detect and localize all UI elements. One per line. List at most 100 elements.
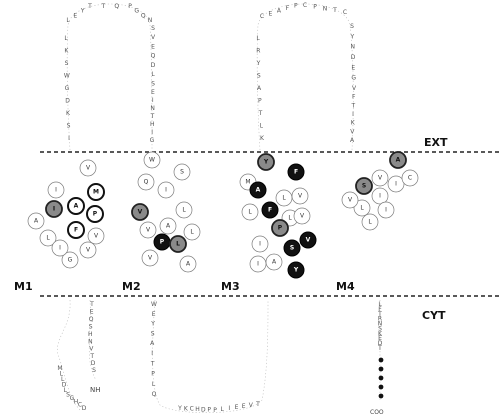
- sequence-residue: D: [151, 62, 156, 69]
- helix-residue-m1: P: [86, 205, 104, 223]
- helix-residue-m4: V: [371, 169, 389, 187]
- residue-circle: [157, 181, 175, 199]
- residue-letter: V: [306, 237, 311, 244]
- residue-circle: [169, 235, 187, 253]
- helix-residue-m2: L: [183, 223, 201, 241]
- residue-letter: A: [272, 259, 277, 266]
- residue-circle: [45, 200, 63, 218]
- residue-circle: [86, 205, 104, 223]
- cytoplasmic-n-terminal-segment: [57, 299, 81, 411]
- sequence-residue: T: [150, 360, 155, 367]
- sequence-residue: V: [249, 402, 254, 409]
- c-terminus-label: COO: [370, 409, 384, 416]
- helix-residue-m3: F: [287, 163, 305, 181]
- sequence-residue: L: [378, 301, 382, 308]
- helix-residue-m2: V: [139, 221, 157, 239]
- sequence-residue: L: [60, 371, 64, 378]
- residue-circle: [131, 203, 149, 221]
- sequence-residue: I: [352, 111, 354, 118]
- helix-residue-m3: L: [275, 189, 293, 207]
- sequence-residue: E: [151, 44, 155, 51]
- helix-residue-m3: A: [265, 253, 283, 271]
- residue-letter: V: [138, 209, 143, 216]
- sequence-residue: C: [303, 2, 307, 9]
- sequence-residue: V: [151, 34, 156, 41]
- sequence-residue: V: [352, 85, 357, 92]
- sequence-residue: H: [74, 398, 79, 405]
- residue-letter: A: [166, 223, 171, 230]
- sequence-residue: Q: [114, 3, 119, 10]
- helix-residue-m2: V: [141, 249, 159, 267]
- sequence-residue: P: [294, 2, 298, 9]
- residue-letter: Q: [144, 179, 149, 186]
- sequence-residue: I: [68, 135, 70, 142]
- sequence-residue: S: [66, 392, 70, 399]
- residue-circle: [51, 239, 69, 257]
- helix-residue-m3: V: [291, 187, 309, 205]
- sequence-residue: D: [65, 98, 70, 105]
- segment-label-m3: M3: [221, 280, 240, 293]
- residue-letter: I: [53, 206, 55, 213]
- residue-circle: [287, 261, 305, 279]
- sequence-residue: G: [351, 75, 356, 82]
- residue-circle: [249, 255, 267, 273]
- sequence-residue: T: [377, 345, 382, 352]
- residue-letter: F: [268, 207, 272, 214]
- sequence-residue: A: [277, 8, 282, 15]
- sequence-residue: V: [350, 128, 355, 135]
- residue-letter: V: [300, 213, 305, 220]
- sequence-residue: Q: [141, 12, 146, 19]
- residue-letter: P: [160, 239, 165, 246]
- residue-circle: [293, 207, 311, 225]
- helix-residue-m1: A: [27, 212, 45, 230]
- sequence-residue: E: [235, 404, 239, 411]
- helix-residue-m4: I: [371, 187, 389, 205]
- sequence-residue: T: [255, 401, 260, 408]
- residue-letter: Y: [293, 267, 299, 274]
- sequence-residue: G: [134, 8, 139, 15]
- residue-letter: L: [360, 205, 364, 212]
- helix-residue-m3: I: [251, 235, 269, 253]
- residue-letter: S: [290, 245, 294, 252]
- residue-letter: A: [34, 218, 39, 225]
- sequence-residue: G: [150, 137, 155, 144]
- helix-residue-m4: S: [355, 177, 373, 195]
- residue-letter: A: [186, 261, 191, 268]
- sequence-residue: E: [90, 309, 94, 316]
- sequence-residue: L: [152, 381, 156, 388]
- residue-circle: [353, 199, 371, 217]
- helix-residue-m2: L: [175, 201, 193, 219]
- sequence-residue: K: [184, 405, 189, 412]
- sequence-residue: S: [89, 324, 93, 331]
- sequence-residue: T: [89, 301, 94, 308]
- residue-letter: S: [362, 183, 366, 190]
- sequence-residue: T: [258, 110, 263, 117]
- residue-letter: V: [146, 227, 151, 234]
- sequence-residue: A: [257, 85, 262, 92]
- residue-letter: L: [176, 241, 180, 248]
- residue-letter: L: [248, 209, 252, 216]
- sequence-residue: Y: [150, 321, 155, 328]
- sequence-residue: E: [269, 10, 273, 17]
- residue-letter: A: [74, 203, 79, 210]
- residue-letter: V: [86, 247, 91, 254]
- sequence-residue: C: [260, 13, 264, 20]
- residue-circle: [159, 217, 177, 235]
- sequence-residue: S: [67, 123, 71, 130]
- sequence-residue: W: [64, 73, 70, 80]
- helix-residue-m2: A: [179, 255, 197, 273]
- sequence-residue: S: [350, 23, 354, 30]
- residue-circle: [47, 181, 65, 199]
- helix-residue-m2: S: [173, 163, 191, 181]
- sequence-residue: S: [151, 80, 155, 87]
- sequence-residue: W: [151, 301, 157, 308]
- helix-residue-m2: Q: [137, 173, 155, 191]
- sequence-residue: P: [258, 98, 262, 105]
- residue-circle: [299, 231, 317, 249]
- helix-residue-m3: Y: [287, 261, 305, 279]
- residue-letter: V: [378, 175, 383, 182]
- helix-residue-m4: L: [361, 213, 379, 231]
- sequence-residue: I: [151, 129, 153, 136]
- residue-letter: F: [294, 169, 298, 176]
